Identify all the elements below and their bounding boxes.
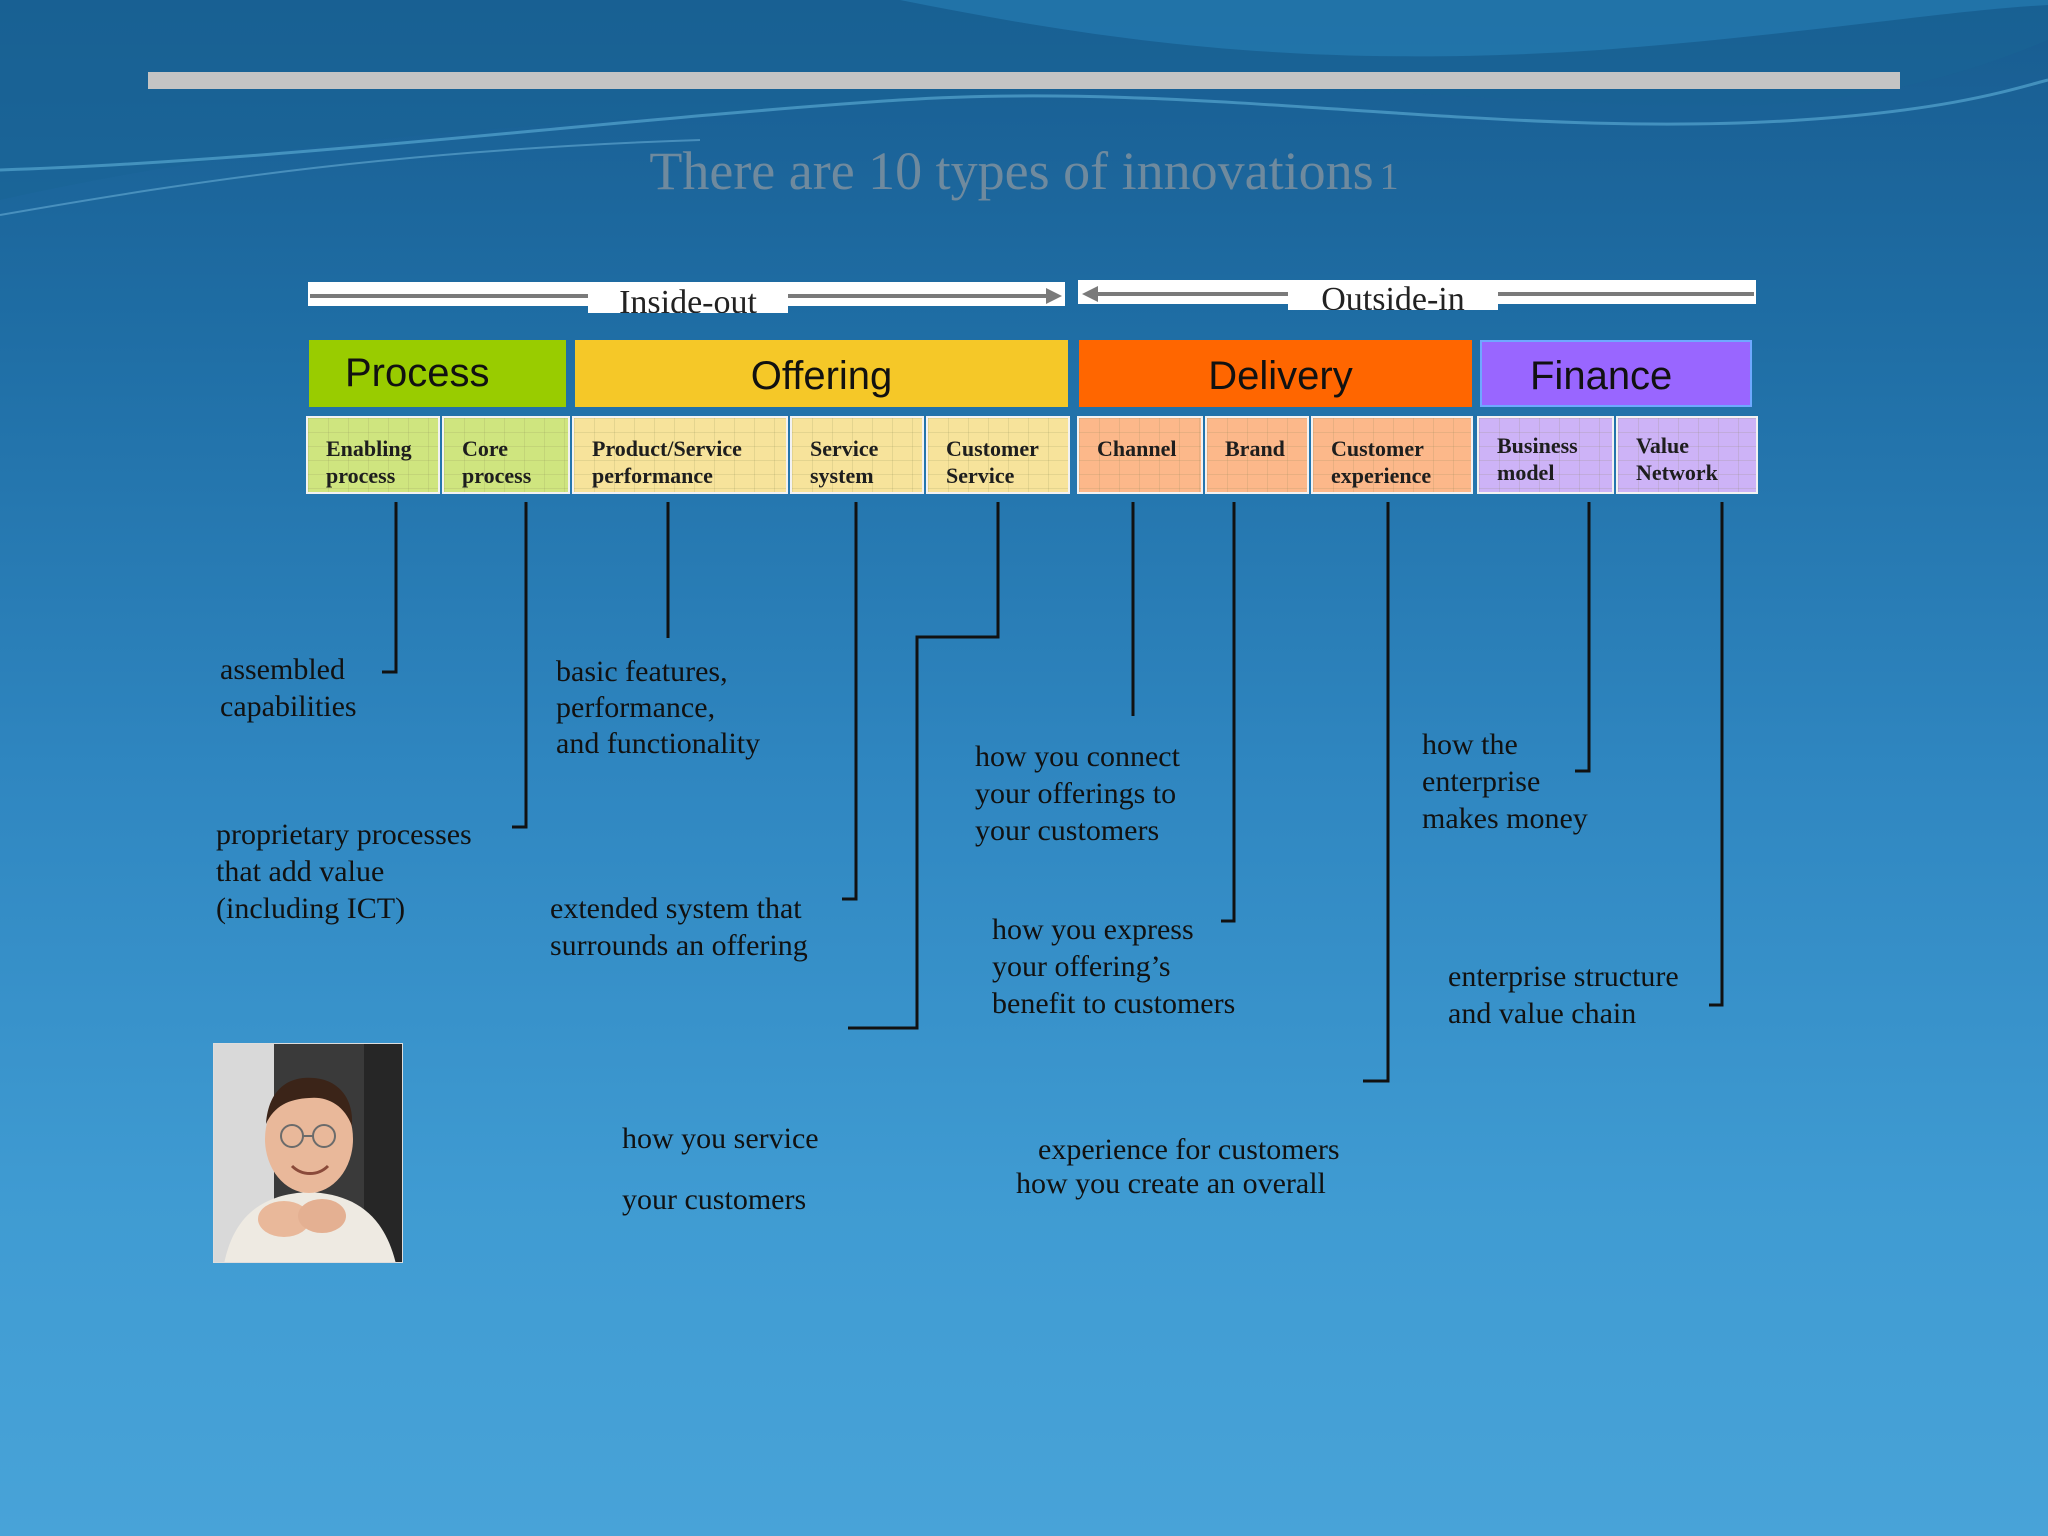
description-channel: how you connect your offerings to your c… [975, 738, 1180, 849]
category-process-label: Process [345, 351, 490, 395]
description-line: enterprise structure [1448, 960, 1679, 993]
inside-out-label: Inside-out [588, 283, 788, 313]
type-label-line2: Network [1636, 460, 1718, 485]
description-line: makes money [1422, 802, 1588, 835]
type-label-line1: Value [1636, 433, 1689, 458]
portrait-illustration [214, 1044, 402, 1262]
category-finance: Finance [1480, 340, 1752, 407]
description-line: assembled [220, 653, 345, 686]
type-label-line1: Enabling [326, 436, 412, 461]
type-label-line1: Business [1497, 433, 1578, 458]
type-label-line2: experience [1331, 463, 1432, 488]
description-line: experience for customers [1038, 1133, 1340, 1166]
description-core-process: proprietary processes that add value (in… [216, 816, 472, 927]
description-line: and functionality [556, 727, 761, 760]
type-label-line1: Service [810, 436, 879, 461]
type-cell-channel: Channel [1077, 416, 1203, 494]
type-label-line1: Core [462, 436, 509, 461]
description-line: that add value [216, 855, 385, 888]
category-delivery: Delivery [1079, 340, 1472, 407]
type-label-line2: process [326, 463, 396, 488]
description-brand: how you express your offering’s benefit … [992, 911, 1235, 1022]
type-cell-brand: Brand [1205, 416, 1309, 494]
background-wave [0, 0, 2048, 216]
type-cell-product-service-performance: Product/Service performance [572, 416, 788, 494]
type-label-line2: process [462, 463, 532, 488]
type-cell-enabling-process: Enabling process [306, 416, 440, 494]
description-line: capabilities [220, 690, 357, 723]
description-line: proprietary processes [216, 818, 472, 851]
type-label-line1: Customer [1331, 436, 1424, 461]
description-line: your offerings to [975, 777, 1177, 810]
description-line: benefit to customers [992, 987, 1236, 1020]
description-customer-experience: experience for customers how you create … [1016, 1133, 1340, 1201]
description-line: enterprise [1422, 765, 1541, 798]
description-line: your customers [975, 814, 1160, 847]
type-label-line2: system [810, 463, 874, 488]
type-cell-core-process: Core process [442, 416, 570, 494]
description-line: how you connect [975, 740, 1180, 773]
type-label-line1: Customer [946, 436, 1039, 461]
portrait-photo [213, 1043, 403, 1263]
description-line: performance, [556, 691, 716, 724]
type-label-line1: Product/Service [592, 436, 742, 461]
type-cell-service-system: Service system [790, 416, 924, 494]
description-line: your offering’s [992, 950, 1171, 983]
description-product-service-performance: basic features, performance, and functio… [556, 654, 760, 762]
top-rule [148, 72, 1900, 89]
outside-in-label: Outside-in [1288, 280, 1498, 310]
description-customer-service: how you service your customers [622, 1108, 819, 1230]
type-label-line2: Service [946, 463, 1015, 488]
type-cell-business-model: Business model [1477, 416, 1614, 494]
category-offering: Offering [575, 340, 1068, 407]
description-value-network: enterprise structure and value chain [1448, 958, 1679, 1032]
description-service-system: extended system that surrounds an offeri… [550, 890, 808, 964]
description-line: surrounds an offering [550, 929, 808, 962]
description-enabling-process: assembled capabilities [220, 651, 357, 725]
type-label-line1: Brand [1225, 436, 1285, 461]
category-finance-label: Finance [1530, 354, 1673, 398]
description-line: extended system that [550, 892, 802, 925]
description-line: how you express [992, 913, 1194, 946]
description-line: how the [1422, 728, 1518, 761]
description-line: (including ICT) [216, 892, 406, 925]
type-cell-customer-service: Customer Service [926, 416, 1070, 494]
description-line: basic features, [556, 655, 728, 688]
type-cell-customer-experience: Customer experience [1311, 416, 1473, 494]
title-text: There are 10 types of innovations [649, 141, 1374, 201]
type-label-line2: performance [592, 463, 713, 488]
description-line: and value chain [1448, 997, 1637, 1030]
description-line: how you create an overall [1016, 1167, 1326, 1200]
description-business-model: how the enterprise makes money [1422, 726, 1588, 837]
type-label-line1: Channel [1097, 436, 1177, 461]
type-label-line2: model [1497, 460, 1555, 485]
description-line: your customers [622, 1183, 807, 1216]
category-offering-label: Offering [750, 354, 893, 398]
type-cell-value-network: Value Network [1616, 416, 1758, 494]
category-delivery-label: Delivery [1208, 354, 1353, 398]
title-footnote-mark: 1 [1379, 156, 1399, 198]
category-process: Process [309, 340, 566, 407]
description-line: how you service [622, 1122, 819, 1155]
